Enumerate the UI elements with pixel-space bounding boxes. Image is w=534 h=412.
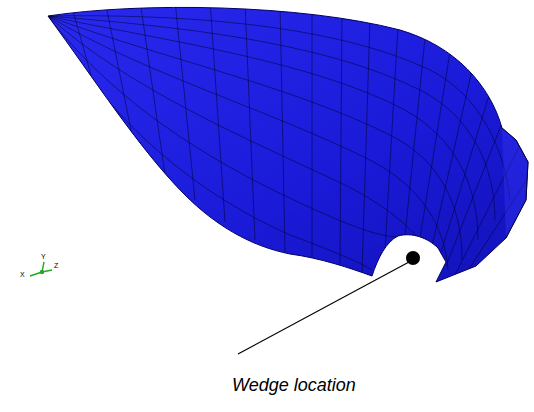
axis-label: Y	[41, 253, 46, 260]
mesh-rim	[502, 128, 528, 238]
axis-label: Z	[54, 262, 58, 269]
mesh-lines	[48, 0, 534, 285]
mesh-body	[48, 7, 528, 282]
axis-label: X	[20, 271, 25, 278]
leader-line	[238, 262, 409, 354]
axis-triad	[30, 262, 52, 276]
caption-label: Wedge location	[232, 376, 356, 394]
